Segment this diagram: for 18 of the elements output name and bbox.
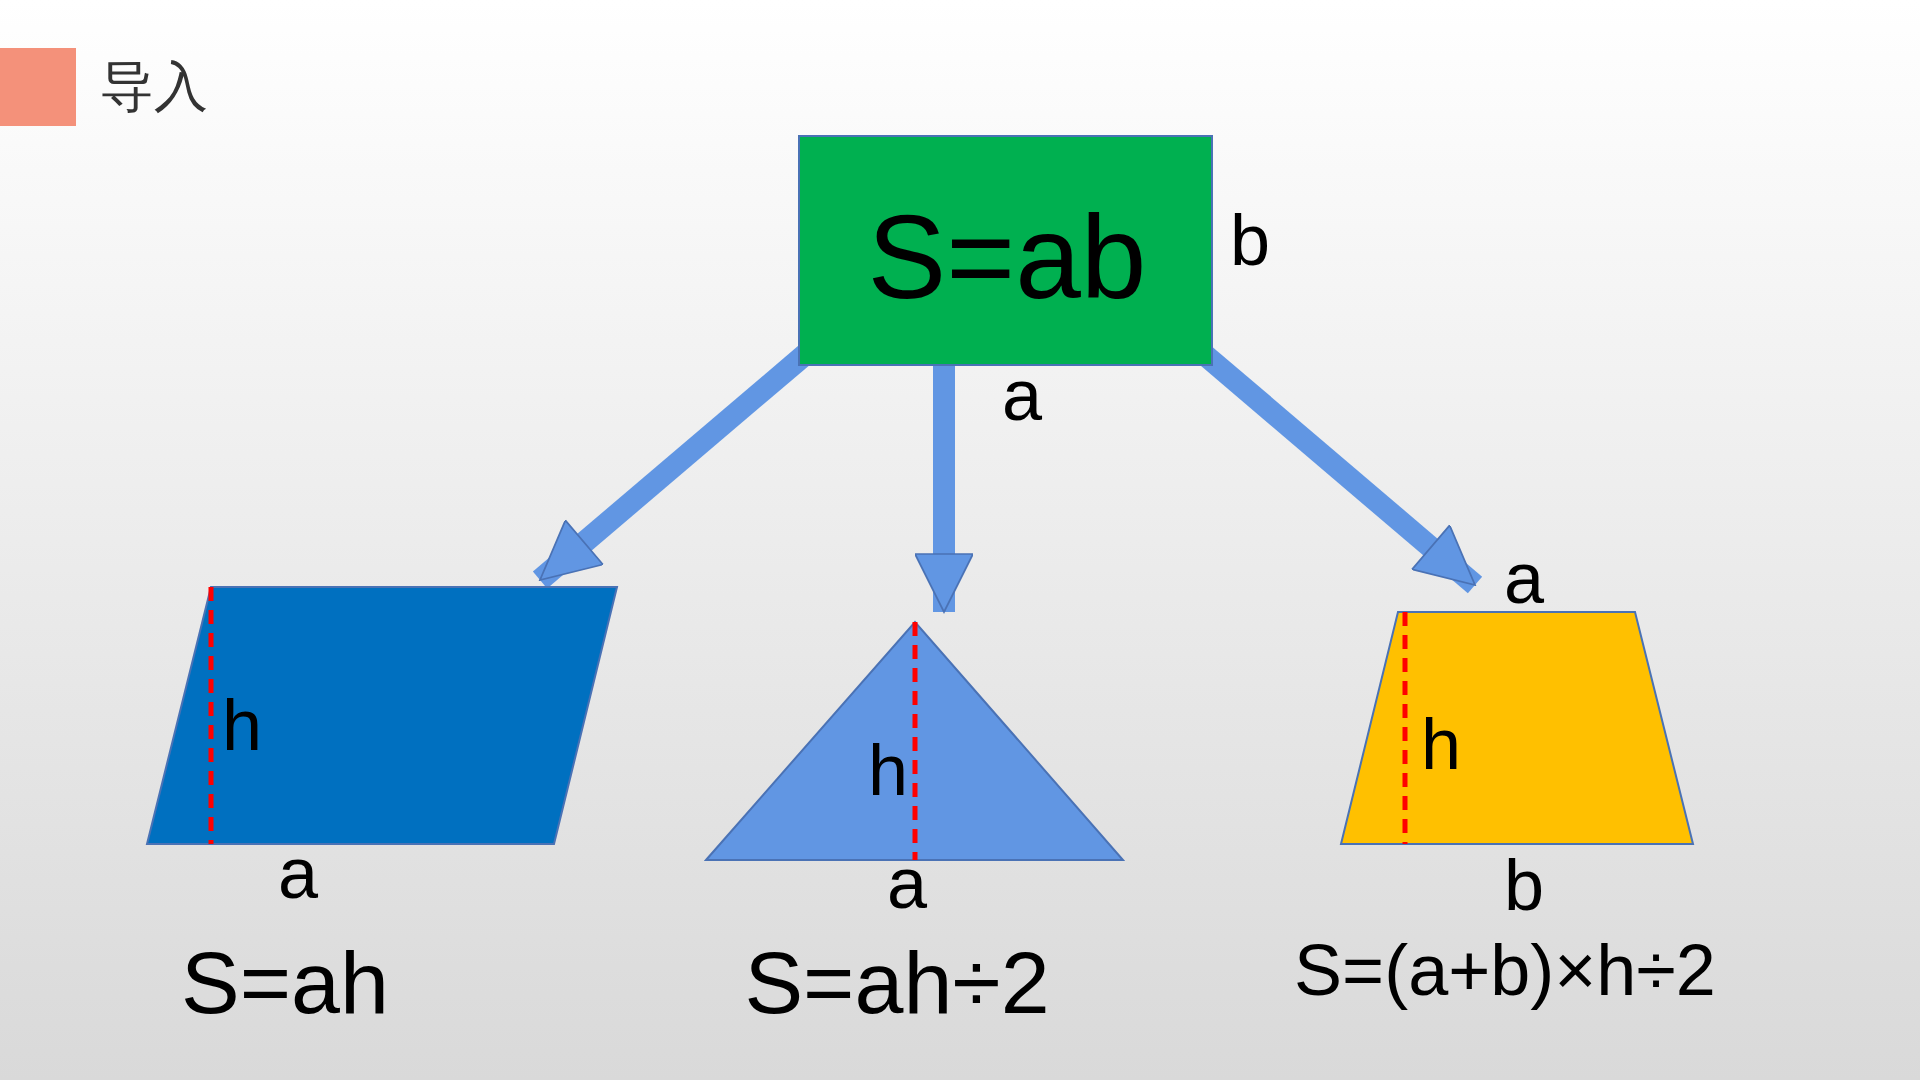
arrow xyxy=(914,366,974,613)
side-label: a xyxy=(278,837,318,909)
triangle xyxy=(706,622,1123,860)
area-formula: S=ah xyxy=(181,939,389,1027)
parallelogram xyxy=(147,587,617,844)
side-label: a xyxy=(887,847,927,919)
rectangle xyxy=(798,135,1213,366)
side-label: a xyxy=(1504,542,1544,614)
side-label: b xyxy=(1230,204,1270,276)
formula: S=ab xyxy=(867,198,1147,316)
height-label: h xyxy=(1421,708,1461,780)
side-label: a xyxy=(1002,359,1042,431)
height-label: h xyxy=(222,689,262,761)
slide-title: 导入 xyxy=(0,48,208,126)
height-label: h xyxy=(868,734,908,806)
side-label: b xyxy=(1504,849,1544,921)
trapezoid xyxy=(1341,612,1693,844)
area-formula: S=ah÷2 xyxy=(744,939,1050,1027)
